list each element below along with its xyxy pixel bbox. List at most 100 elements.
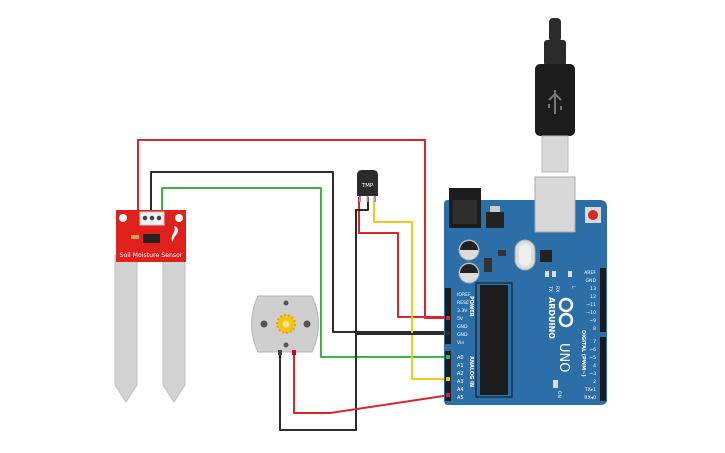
tmp-leg-1	[359, 196, 361, 202]
arduino-rx-label: RX	[554, 286, 560, 292]
pin-a1[interactable]: A1	[457, 363, 464, 369]
pin-gnd-1[interactable]: GND	[457, 324, 468, 330]
arduino-on-label: ON	[556, 391, 562, 398]
arduino-usb-socket[interactable]	[534, 176, 576, 233]
pin-gnd-2[interactable]: GND	[457, 332, 468, 338]
arduino-chip-small-3	[484, 258, 492, 272]
motor-terminal-right[interactable]	[292, 350, 296, 355]
arduino-l-label: L	[570, 286, 576, 289]
pin-ioref[interactable]: IOREF	[457, 292, 471, 298]
pin-3v3[interactable]: 3.3V	[457, 308, 468, 314]
arduino-tx-label: TX	[547, 285, 553, 292]
pin-12[interactable]: 12	[590, 294, 596, 300]
sensor-logo-icon	[171, 226, 178, 242]
wire-tmp-vcc[interactable]	[358, 197, 450, 318]
pin-a4[interactable]: A4	[457, 387, 464, 393]
arduino-reset-button[interactable]	[588, 210, 598, 220]
pin-9[interactable]: ~9	[589, 318, 596, 324]
sensor-resistor	[131, 235, 139, 239]
arduino-regulator-tab	[490, 206, 500, 212]
pin-3[interactable]: ~3	[589, 371, 596, 377]
sensor-chip	[143, 234, 160, 243]
usb-cable[interactable]	[535, 18, 575, 173]
tmp-body	[357, 170, 378, 196]
sensor-pin-gnd[interactable]	[149, 215, 155, 221]
pin-2[interactable]: 2	[593, 379, 596, 385]
sensor-hole-right	[175, 214, 183, 222]
pin-gnd-d[interactable]: GND	[585, 278, 596, 284]
arduino-brand: ARDUINO	[547, 297, 556, 339]
pin-5[interactable]: ~5	[589, 355, 596, 361]
motor-bolt-top	[283, 300, 289, 306]
motor-bolt-left	[260, 320, 268, 328]
pin-5v[interactable]: 5V	[457, 316, 464, 322]
tmp-sensor[interactable]: TMP	[357, 170, 378, 202]
dc-motor[interactable]	[251, 295, 319, 355]
motor-bolt-bottom	[283, 342, 289, 348]
pin-a3[interactable]: A3	[457, 379, 464, 385]
wire-sensor-signal-a0[interactable]	[161, 187, 450, 358]
usb-strain-relief	[544, 40, 566, 66]
pin-reset[interactable]: RESET	[457, 300, 472, 306]
wire-tmp-signal-a3[interactable]	[373, 197, 450, 380]
endpoint-a0	[446, 355, 450, 359]
endpoint-a5	[446, 393, 450, 397]
soil-moisture-sensor[interactable]: Soil Moisture Sensor	[114, 210, 186, 403]
pin-7[interactable]: 7	[593, 339, 596, 345]
digital-header-bottom	[600, 337, 606, 401]
usb-metal-plug	[541, 135, 569, 173]
pin-13[interactable]: 13	[590, 286, 596, 292]
wire-motor-a5[interactable]	[293, 352, 451, 414]
pin-8[interactable]: 8	[593, 326, 596, 332]
arduino-power-jack-inner	[453, 200, 477, 224]
usb-cable-end	[549, 18, 561, 42]
sensor-hole-left	[119, 214, 127, 222]
arduino-atmega-socket	[475, 282, 513, 398]
pin-4[interactable]: 4	[593, 363, 596, 369]
arduino-led-on	[553, 380, 558, 388]
pin-6[interactable]: ~6	[589, 347, 596, 353]
power-header-label: POWER	[468, 296, 474, 317]
arduino-chip-small-2	[498, 250, 506, 256]
arduino-led-l	[568, 271, 572, 277]
pin-a5[interactable]: A5	[457, 395, 464, 401]
arduino-led-rx	[552, 271, 556, 277]
usb-symbol-icon	[548, 90, 562, 114]
arduino-capacitor-1-top	[460, 241, 478, 250]
pin-aref[interactable]: AREF	[584, 270, 596, 276]
motor-terminal-left[interactable]	[278, 350, 282, 355]
arduino-regulator	[486, 212, 504, 228]
pin-a2[interactable]: A2	[457, 371, 464, 377]
arduino-uno[interactable]: TX RX L ON ARDUINO UNO POWER ANALOG IN D…	[444, 176, 607, 405]
sensor-label: Soil Moisture Sensor	[120, 252, 183, 259]
sensor-pin-vcc[interactable]	[142, 215, 148, 221]
sensor-pin-sig[interactable]	[156, 215, 162, 221]
digital-header-top	[600, 268, 606, 332]
arduino-capacitor-2-top	[460, 264, 478, 273]
pin-0[interactable]: RX◂0	[584, 395, 596, 401]
arduino-led-tx	[545, 271, 549, 277]
pin-vin[interactable]: Vin	[457, 340, 464, 346]
analog-header	[445, 351, 451, 401]
pin-10[interactable]: ~10	[586, 310, 596, 316]
tmp-label: TMP	[361, 183, 374, 189]
pin-a0[interactable]: A0	[457, 355, 464, 361]
endpoint-5v	[446, 316, 450, 320]
endpoint-gnd	[446, 331, 450, 335]
sensor-prong-right	[162, 254, 186, 403]
wire-tmp-gnd[interactable]	[279, 197, 369, 431]
pin-1[interactable]: TX▸1	[584, 387, 596, 393]
arduino-crystal-inner	[519, 244, 531, 266]
motor-shaft	[282, 320, 290, 328]
endpoint-a3	[446, 377, 450, 381]
wire-endpoints	[446, 316, 450, 397]
pin-11[interactable]: ~11	[586, 302, 596, 308]
arduino-atmega-chip	[480, 285, 508, 395]
tmp-leg-2	[366, 196, 369, 202]
arduino-logo-icon	[558, 297, 574, 328]
tmp-leg-3	[374, 196, 376, 202]
digital-header-label: DIGITAL (PWM~)	[580, 330, 586, 377]
arduino-chip-small-1	[540, 250, 552, 262]
sensor-prong-left	[114, 254, 138, 403]
